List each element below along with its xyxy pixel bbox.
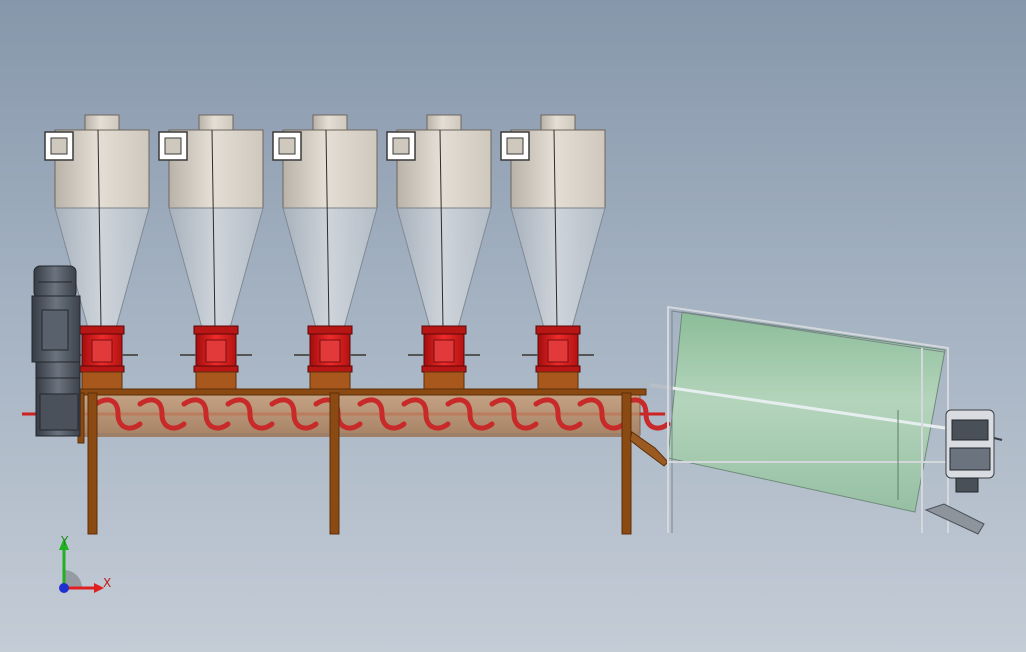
valve-mount: [195, 371, 237, 391]
frame-leg: [621, 392, 632, 535]
discharge-chute: [629, 431, 669, 467]
screw-conveyor: [22, 388, 671, 437]
rotary-valve-flange: [421, 325, 467, 335]
cyclone-unit: [272, 114, 378, 391]
cyclone-unit: [386, 114, 492, 391]
rotary-valve-flange: [535, 325, 581, 335]
cyclone-cone: [396, 207, 492, 329]
support-frame: [77, 392, 669, 535]
rotary-drum: [649, 305, 1003, 535]
cyclone-group: [44, 114, 606, 391]
cyclone-cone: [282, 207, 378, 329]
coordinate-triad: Y X: [59, 534, 111, 593]
rotary-valve-flange: [193, 325, 239, 335]
cyclone-unit: [158, 114, 264, 391]
gearbox-flange: [39, 393, 79, 431]
drum-frame-inner: [671, 310, 945, 533]
valve-mount: [537, 371, 579, 391]
cyclone-cone: [168, 207, 264, 329]
conveyor-top-rail: [75, 388, 647, 396]
z-axis-dot: [59, 583, 69, 593]
motor-terminal-box: [41, 309, 69, 351]
cyclone-unit: [500, 114, 606, 391]
y-axis-label: Y: [60, 534, 69, 548]
valve-mount: [81, 371, 123, 391]
cyclone-unit: [44, 114, 150, 391]
conveyor-bottom-rail: [80, 433, 640, 437]
valve-mount: [423, 371, 465, 391]
valve-mount: [309, 371, 351, 391]
frame-leg: [87, 392, 98, 535]
frame-leg: [329, 392, 340, 535]
drum-shaft-line: [671, 386, 946, 430]
x-axis-label: X: [103, 576, 111, 590]
cyclone-cone: [510, 207, 606, 329]
gear-motor: [31, 265, 81, 437]
drum-outlet-chute: [924, 503, 985, 535]
rotary-valve-flange: [307, 325, 353, 335]
rotary-valve-flange: [79, 325, 125, 335]
